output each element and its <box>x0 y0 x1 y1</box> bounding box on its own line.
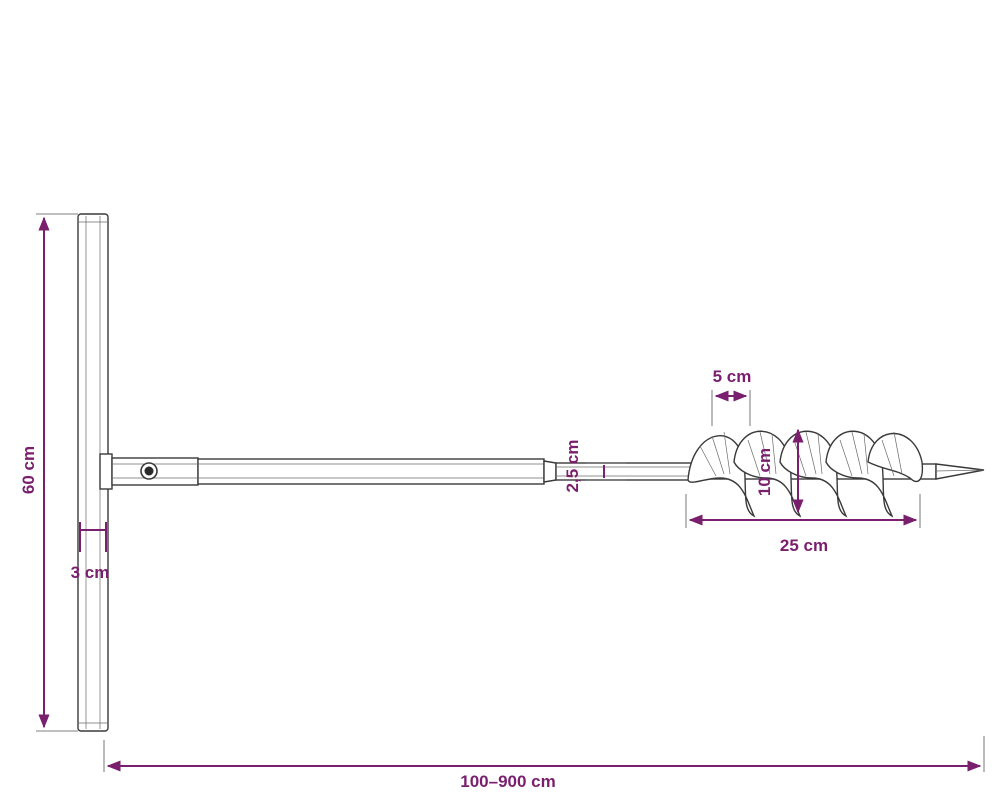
auger-flighting <box>687 430 985 518</box>
auger-length-label: 25 cm <box>780 536 828 555</box>
flight-pitch-label: 5 cm <box>713 367 752 386</box>
dim-shaft-diameter: 2,5 cm <box>563 440 626 493</box>
dim-auger-length: 25 cm <box>685 494 921 555</box>
dim-flight-pitch: 5 cm <box>711 367 752 426</box>
dim-handle-length: 60 cm <box>19 213 78 732</box>
flight-diameter-label: 10 cm <box>755 448 774 496</box>
total-length-label: 100–900 cm <box>460 772 555 791</box>
dim-flight-diameter: 10 cm <box>755 428 804 514</box>
dim-total-length: 100–900 cm <box>103 736 985 791</box>
handle-length-label: 60 cm <box>19 446 38 494</box>
shaft-diameter-label: 2,5 cm <box>563 440 582 493</box>
dim-handle-diameter: 3 cm <box>71 522 110 582</box>
bolt-icon <box>140 462 158 480</box>
handle-diameter-label: 3 cm <box>71 563 110 582</box>
auger-shaft <box>99 453 697 490</box>
